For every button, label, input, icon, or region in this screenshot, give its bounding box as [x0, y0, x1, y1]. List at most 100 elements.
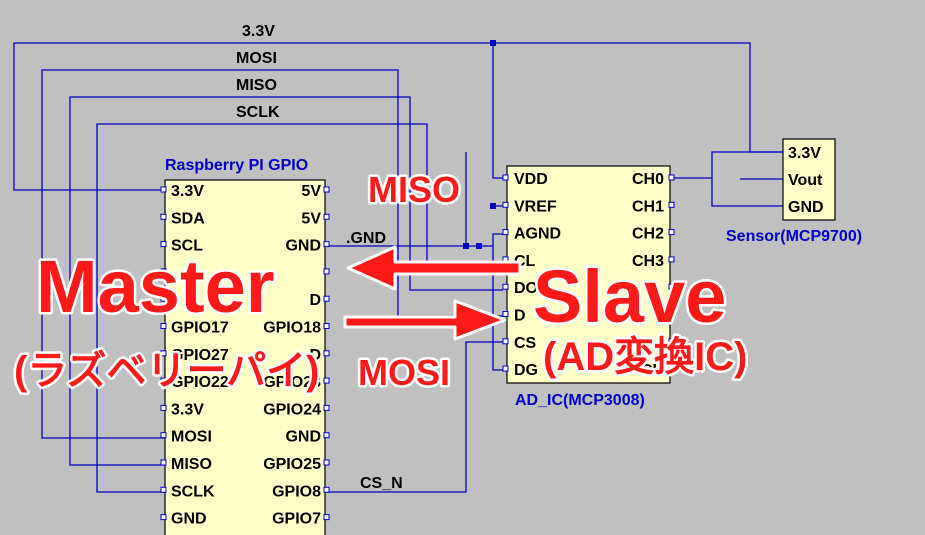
junction-dot	[463, 243, 469, 249]
net-label-3v3: 3.3V	[242, 23, 275, 40]
adc-right-pin-label: CH	[641, 362, 664, 379]
adc-left-pin-label: CS	[514, 335, 537, 352]
annotations: Master (ラズベリーパイ) Slave (AD変換IC) MISO MOS…	[12, 167, 750, 396]
rpi-right-pin-stub	[323, 432, 330, 439]
adc-left-pin-stub	[502, 338, 509, 345]
rpi-right-pin-label: GPIO25	[263, 456, 321, 473]
net-label-cs-n: CS_N	[360, 475, 403, 492]
rpi-right-pin-label: GND	[285, 238, 321, 255]
rpi-right-pin-stub	[323, 295, 330, 302]
rpi-left-pin-label: MOSI	[171, 429, 212, 446]
net-label-gnd: .GND	[346, 230, 386, 247]
rpi-right-pin-stub	[323, 486, 330, 493]
rpi-left-pin-stub	[160, 268, 167, 275]
rpi-right-pin-label: 5V	[301, 210, 321, 227]
adc-right-pin-stub	[668, 256, 675, 263]
rpi-left-pin-stub	[160, 213, 167, 220]
rpi-right-pin-stub	[323, 377, 330, 384]
adc-left-pin-label: VREF	[514, 198, 557, 215]
sensor-pin-label: Vout	[788, 172, 823, 189]
adc-left-pin-stub	[502, 365, 509, 372]
rpi-left-pin-stub	[160, 186, 167, 193]
rpi-right-pin-stub	[323, 213, 330, 220]
adc-left-pin-label: D	[514, 308, 526, 325]
adc-left-pin-stub	[502, 311, 509, 317]
rpi-left-pin-label: 3.3V	[171, 183, 204, 200]
rpi-right-pin-stub	[323, 268, 330, 275]
rpi-left-pin-stub	[160, 432, 167, 439]
rpi-left-pin-label: 3.3V	[171, 401, 204, 418]
rpi-left-pin-stub	[160, 459, 167, 466]
rpi-right-pin-label: 5V	[301, 183, 321, 200]
rpi-left-pin-stub	[160, 486, 167, 493]
rpi-left-pin-label: SCLK	[171, 483, 215, 500]
miso-annotation: MISO	[368, 169, 460, 210]
rpi-left-pin-stub	[160, 295, 167, 302]
adc-caption: AD_IC(MCP3008)	[515, 392, 645, 409]
net-label-sclk: SCLK	[236, 104, 280, 121]
arrow-mosi-right	[343, 299, 507, 341]
adc-left-pin-stub	[502, 229, 509, 236]
adc-left-pin-stub	[502, 174, 509, 181]
rpi-right-pin-stub	[323, 241, 330, 248]
adc-right-pin-stub	[668, 174, 675, 181]
rpi-right-pin-label: GPIO8	[272, 483, 321, 500]
arrow-miso-left	[346, 245, 522, 291]
junction-dot	[490, 40, 496, 46]
sensor-pin-label: GND	[788, 199, 824, 216]
rpi-title: Raspberry PI GPIO	[165, 157, 308, 174]
rpi-right-pin-label: GPIO23	[263, 374, 321, 391]
adc-left-pin-label: VDD	[514, 171, 548, 188]
sensor-pin-label: 3.3V	[788, 145, 821, 162]
rpi-pins: 3.3VSDASCLGPIO17GPIO27GPIO223.3VMOSIMISO…	[160, 183, 330, 528]
rpi-left-pin-stub	[160, 241, 167, 248]
adc-body	[506, 165, 671, 384]
rpi-right-pin-stub	[323, 404, 330, 411]
master-sublabel: (ラズベリーパイ)	[14, 349, 319, 393]
rpi-right-pin-label: D	[309, 347, 321, 364]
rpi-left-pin-stub	[160, 323, 167, 329]
rpi-left-pin-label: GND	[171, 511, 207, 528]
slave-sublabel: (AD変換IC)	[543, 334, 747, 379]
rpi-right-pin-label: GND	[285, 429, 321, 446]
sensor-body	[782, 138, 836, 221]
rpi-left-pin-label: GPIO27	[171, 347, 229, 364]
rpi-right-pin-stub	[323, 459, 330, 466]
junction-dot	[476, 243, 482, 249]
rpi-right-pin-label: D	[309, 292, 321, 309]
wire-cs-n	[325, 341, 503, 493]
rpi-left-pin-stub	[160, 377, 167, 384]
rpi-left-pin-stub	[160, 514, 167, 521]
rpi-left-pin-label: SDA	[171, 210, 205, 227]
adc-right-pin-stub	[668, 201, 675, 208]
master-label: Master	[36, 245, 275, 328]
adc-right-pin-label: CH0	[632, 171, 664, 188]
adc-right-pin-label: CH3	[632, 253, 664, 270]
wire-ch0-vout	[670, 151, 783, 207]
rpi-left-pin-label: GPIO17	[171, 320, 229, 337]
rpi-left-pin-stub	[160, 350, 167, 357]
junction-dot	[490, 203, 496, 209]
adc-right-pin-stub	[668, 229, 675, 236]
rpi-left-pin-label: MISO	[171, 456, 212, 473]
rpi-right-pin-label: GPIO18	[263, 320, 321, 337]
slave-label: Slave	[533, 255, 726, 338]
rpi-body	[164, 179, 326, 535]
adc-right-pin-stub	[668, 283, 675, 290]
net-label-miso: MISO	[236, 77, 277, 94]
adc-left-pin-label: DO	[514, 280, 538, 297]
adc-right-pin-stub	[668, 311, 675, 317]
rpi-right-pin-stub	[323, 350, 330, 357]
adc-left-pin-label: AGND	[514, 226, 561, 243]
adc-left-pin-stub	[502, 283, 509, 290]
adc-left-pin-label: DG	[514, 362, 538, 379]
adc-left-pin-stub	[502, 201, 509, 208]
rpi-right-pin-stub	[323, 186, 330, 193]
sensor-caption: Sensor(MCP9700)	[726, 228, 862, 245]
adc-right-pin-label: CH1	[632, 198, 664, 215]
